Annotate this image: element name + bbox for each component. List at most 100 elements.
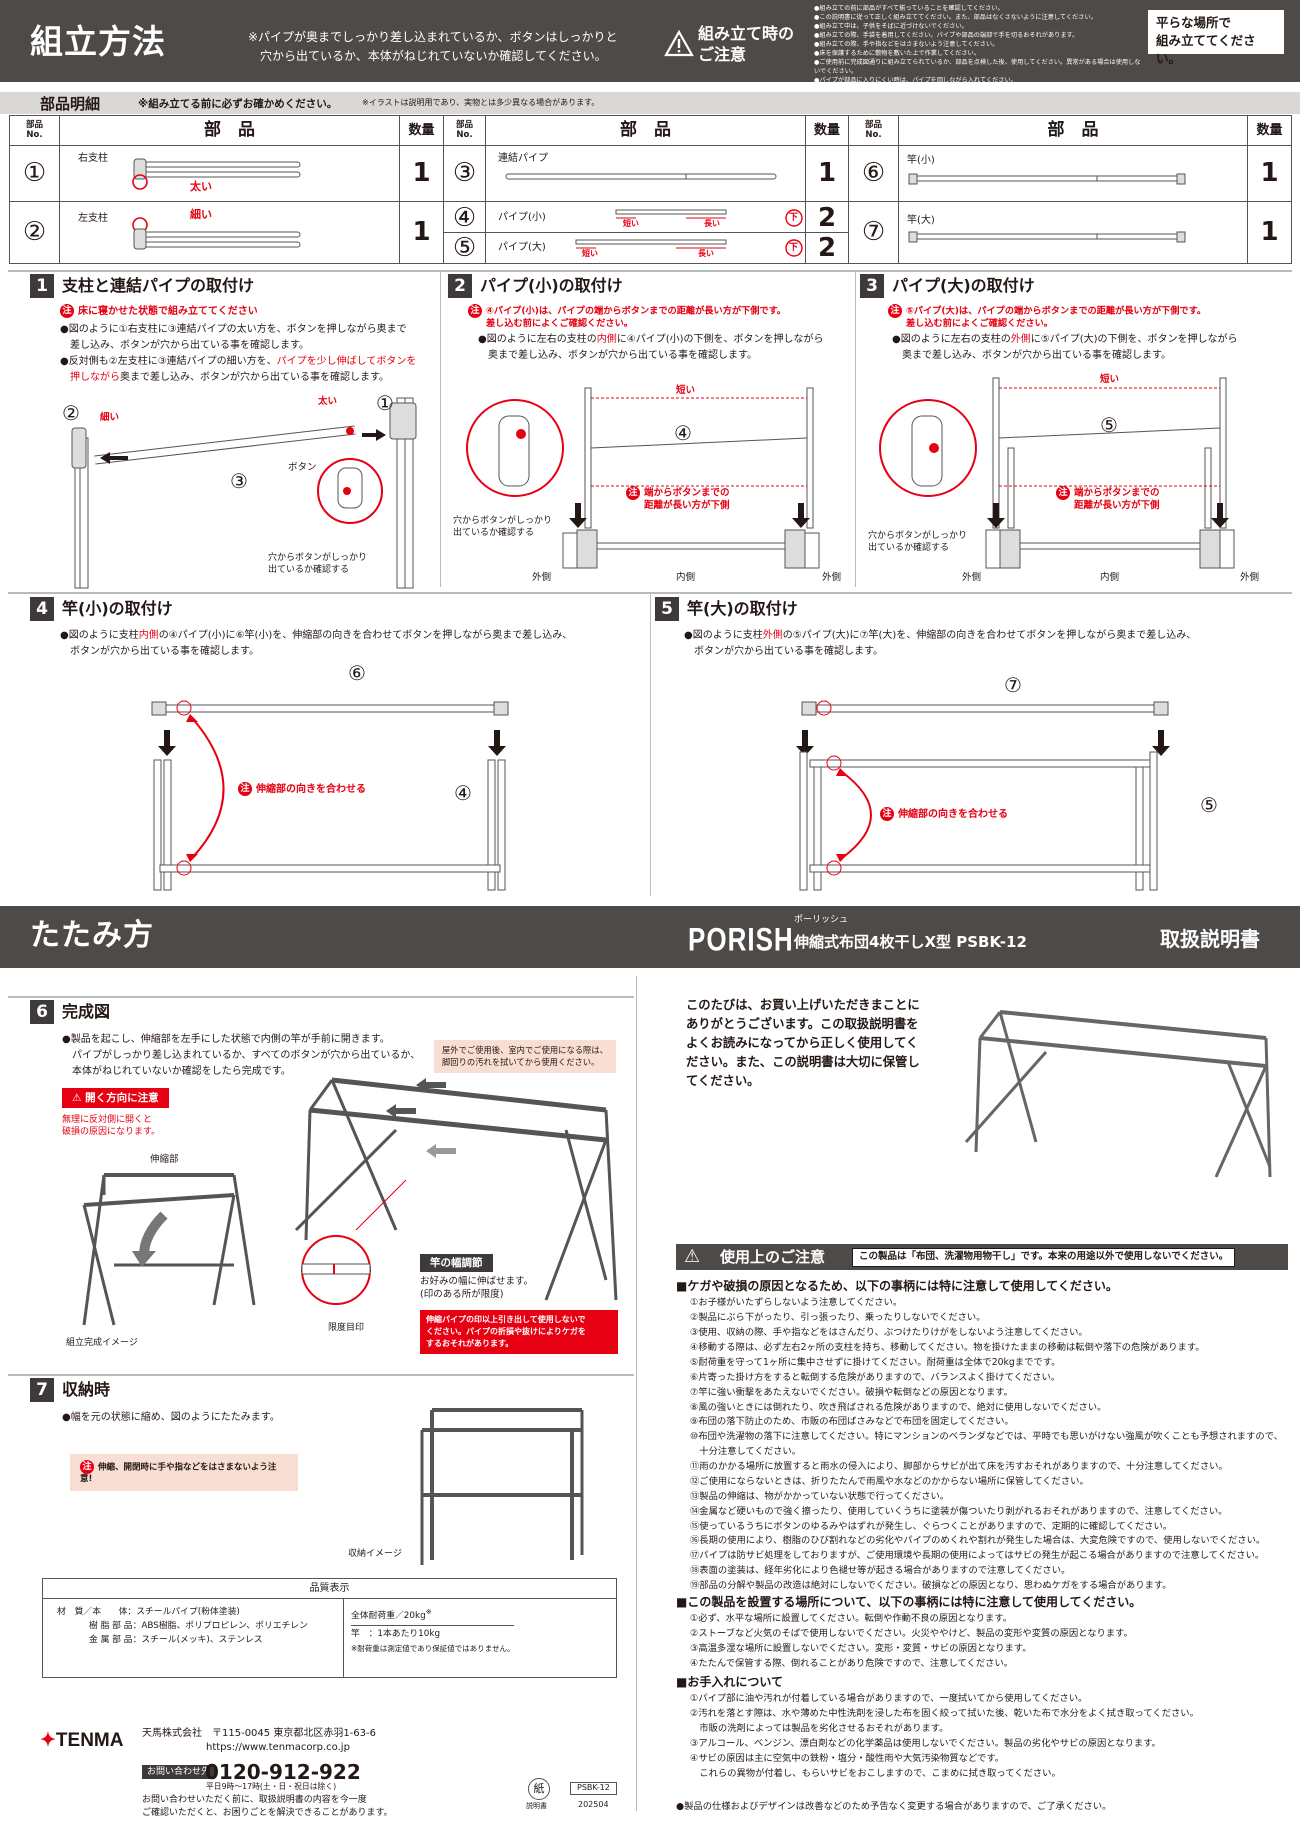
step-3-long: 注端からボタンまでの 距離が長い方が下側 [1056, 486, 1160, 513]
part-no: ⑥ [848, 145, 899, 202]
fold-band [0, 906, 1300, 968]
flat-place-line: 平らな場所で [1156, 15, 1232, 30]
step-title: パイプ(小)の取付け [480, 276, 623, 296]
caution-icon: 注 [238, 782, 252, 796]
usage-section-3: ■お手入れについて ①パイプ部に油や汚れが付着している場合がありますので、一度拭… [676, 1675, 1199, 1779]
caution-item: ●組み立ての際、手や指などをはさまないよう注意してください。 [814, 40, 999, 48]
paper-label: 説明書 [526, 1802, 547, 1810]
complete-large-illustration [294, 1077, 618, 1305]
divider [8, 270, 1292, 272]
step-number: 7 [30, 1378, 54, 1402]
usage-title: 使用上のご注意 [720, 1248, 826, 1266]
pipe-small-illustration [615, 208, 803, 227]
step-4-n-top: ⑥ [348, 661, 366, 685]
step-4-illustration [151, 700, 509, 891]
step-1-title: 1 支柱と連結パイプの取付け [30, 274, 254, 298]
outdoor-note: 屋外でご使用後、室内でご使用になる際は、脚回りの汚れを拭いてから使用ください。 [434, 1040, 616, 1073]
part-cell: 左支柱 細い [59, 201, 400, 264]
header-band [0, 0, 1300, 82]
part-cell: パイプ(小) 短い 長い 下 パイプ(大) [485, 201, 806, 264]
step-number: 4 [30, 597, 54, 621]
part-no: ⑦ [848, 201, 899, 264]
part-qty: 1 [399, 201, 444, 264]
manual-label: 取扱説明書 [1160, 927, 1260, 951]
caution-icon: 注 [468, 304, 482, 318]
hours: 平日9時〜17時(土・日・祝日は除く) [206, 1782, 337, 1791]
step-title: パイプ(大)の取付け [892, 276, 1035, 296]
caution-list: ●組み立ての前に部品がすべて揃っていることを確認してください。 ●この説明書に従… [814, 5, 1144, 86]
code-box: PSBK-12 [570, 1782, 617, 1795]
step-5-align: 注伸縮部の向きを合わせる [880, 807, 1008, 822]
col-part: 部 品 [485, 115, 806, 146]
part-name: 連結パイプ [498, 153, 548, 164]
caution-item: ●組み立て中は、子供をそばに近づけないでください。 [814, 22, 968, 30]
divider [650, 594, 651, 896]
caution-item: ●ご使用前に完成図通りに組み立てられているか、部品を点検した後、使用してください… [814, 58, 1141, 75]
caution-title-line: ご注意 [698, 44, 747, 64]
pole-large-illustration [908, 231, 1186, 243]
fold-title: たたみ方 [30, 918, 154, 953]
step-4-text: ●図のように支柱内側の④パイプ(小)に⑥竿(小)を、伸縮部の向きを合わせてボタン… [60, 630, 573, 657]
step-5-title: 5 竿(大)の取付け [655, 597, 798, 621]
step-1-thin: 細い [100, 412, 120, 423]
step-1-button: ボタン [288, 462, 317, 473]
part-qty: 2 2 [805, 201, 849, 264]
contact-note: お問い合わせいただく前に、取扱説明書の内容を今一度ご確認いただくと、お困りごとを… [142, 1795, 393, 1818]
part-no: ① [9, 145, 60, 202]
page-title: 組立方法 [30, 22, 166, 61]
step-3-short: 短い [1100, 374, 1120, 385]
label-thin: 細い [190, 208, 212, 221]
pole-small-illustration [908, 173, 1186, 185]
parts-note-small: ※イラストは説明用であり、実物とは多少異なる場合があります。 [362, 98, 600, 107]
step-7-title: 7 収納時 [30, 1378, 110, 1402]
caution-title: 組み立て時の ご注意 [698, 24, 794, 66]
intro-text: このたびは、お買い上げいただきまことに ありがとうございます。この取扱説明書を … [686, 998, 920, 1089]
complete-label: 組立完成イメージ [66, 1338, 138, 1348]
step-2-check: 穴からボタンがしっかり出ているか確認する [453, 516, 553, 539]
paper-recycle-icon: 紙 [528, 1778, 550, 1800]
limit-mark-label: 限度目印 [328, 1323, 365, 1333]
caution-item: ●パイプが部品に入りにくい時は、パイプを回しながら入れてください。 [814, 76, 1017, 84]
col-part: 部 品 [898, 115, 1248, 146]
part-qty: 1 [805, 145, 849, 202]
open-direction-note: 無理に反対側に開くと破損の原因になります。 [62, 1115, 161, 1138]
divider [636, 976, 637, 1811]
warning-icon: ⚠ [72, 1092, 82, 1104]
label-short: 短い [623, 218, 639, 228]
caution-item: ●組み立ての際、手袋を着用してください。パイプや部品の端部で手を切るおそれがあり… [814, 31, 1079, 39]
flat-place-line: 組み立ててください。 [1156, 33, 1256, 67]
part-qty: 1 [399, 145, 444, 202]
quality-box: 品質表示 材 質／本 体：スチールパイプ(粉体塗装) 樹 脂 部 品：ABS樹脂… [42, 1578, 617, 1678]
step-4-n-side: ④ [454, 781, 472, 805]
phone-number[interactable]: 0120-912-922 [205, 1760, 361, 1784]
part-name: パイプ(小) [498, 211, 546, 223]
brand-logo: PORISH [688, 920, 794, 959]
tenma-logo: ✦TENMA [40, 1730, 124, 1751]
step-title: 支柱と連結パイプの取付け [62, 276, 255, 296]
step-title: 竿(小)の取付け [62, 599, 173, 619]
part-no: ④ ⑤ [443, 201, 486, 264]
parts-strip [0, 92, 1300, 114]
step-3-illustration [879, 377, 1235, 569]
part-name: 左支柱 [78, 213, 108, 224]
step-7-warning: 注伸縮、開閉時に手や指などをはさまないよう注意! [70, 1454, 298, 1492]
step-4-align: 注伸縮部の向きを合わせる [238, 782, 366, 797]
step-3-text: ●図のように左右の支柱の外側に⑤パイプ(大)の下側を、ボタンを押しながら 奥まで… [892, 334, 1238, 361]
part-name: 竿(大) [907, 215, 935, 226]
warning-icon: ⚠ [684, 1246, 701, 1267]
parts-title: 部品明細 [40, 95, 101, 113]
step-title: 完成図 [62, 1002, 111, 1022]
header-note: ※パイプが奥までしっかり差し込まれているか、ボタンはしっかりと 穴から出ているか… [248, 28, 617, 65]
col-part: 部 品 [59, 115, 400, 146]
caution-title-line: 組み立て時の [698, 24, 795, 43]
step-3-outer-right: 外側 [1240, 572, 1260, 583]
product-name: 伸縮式布団4枚干しX型 PSBK-12 [794, 933, 1027, 951]
step-number: 1 [30, 274, 54, 298]
step-2-outer-left: 外側 [532, 572, 552, 583]
caution-icon: 注 [80, 1460, 94, 1474]
step-6-text: ●製品を起こし、伸縮部を左手にした状態で内側の竿が手前に開きます。 パイプがしっ… [62, 1034, 421, 1077]
